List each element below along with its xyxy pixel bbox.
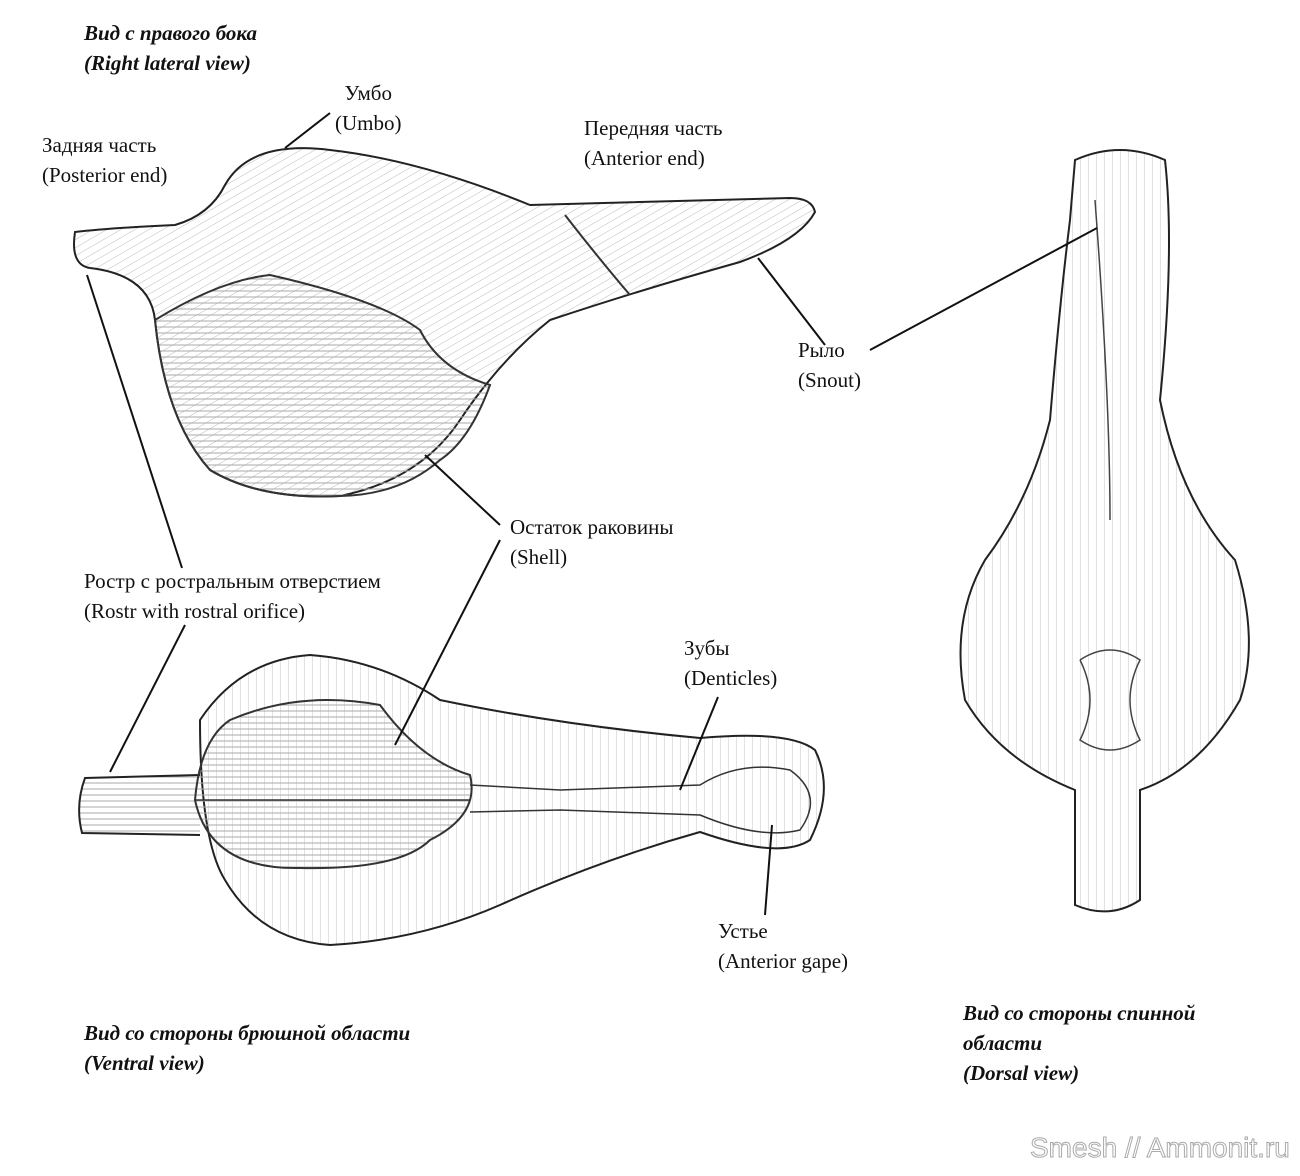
- title-en: (Dorsal view): [963, 1061, 1080, 1085]
- label-en: (Umbo): [335, 111, 402, 135]
- label-ru: Рыло: [798, 338, 845, 362]
- dorsal-view-outline: [959, 149, 1250, 913]
- label-posterior: Задняя часть (Posterior end): [42, 130, 167, 190]
- title-ru: Вид со стороны брюшной области: [84, 1021, 411, 1045]
- label-snout: Рыло (Snout): [798, 335, 861, 395]
- title-ventral-view: Вид со стороны брюшной области (Ventral …: [84, 1018, 410, 1078]
- title-lateral-view: Вид с правого бока (Right lateral view): [84, 18, 257, 78]
- title-en: (Ventral view): [84, 1051, 205, 1075]
- label-en: (Shell): [510, 545, 568, 569]
- label-ru: Остаток раковины: [510, 515, 674, 539]
- ventral-rostr: [78, 774, 201, 836]
- label-en: (Denticles): [684, 666, 778, 690]
- label-umbo: Умбо (Umbo): [335, 78, 402, 138]
- label-ru: Устье: [718, 919, 768, 943]
- title-ru-line2: области: [963, 1031, 1043, 1055]
- lateral-shell-remnant: [153, 273, 492, 498]
- label-ru: Умбо: [344, 81, 393, 105]
- title-ru: Вид с правого бока: [84, 21, 258, 45]
- title-ru-line1: Вид со стороны спинной: [963, 1001, 1196, 1025]
- ventral-shell-remnant: [193, 699, 473, 870]
- title-dorsal-view: Вид со стороны спинной области (Dorsal v…: [963, 998, 1195, 1088]
- label-anterior-gape: Устье (Anterior gape): [718, 916, 848, 976]
- title-en: (Right lateral view): [84, 51, 251, 75]
- label-en: (Snout): [798, 368, 861, 392]
- label-en: (Anterior gape): [718, 949, 849, 973]
- label-ru: Зубы: [684, 636, 730, 660]
- label-denticles: Зубы (Denticles): [684, 633, 777, 693]
- watermark: Smesh // Ammonit.ru: [1030, 1132, 1291, 1164]
- label-ru: Передняя часть: [584, 116, 723, 140]
- label-en: (Rostr with rostral orifice): [84, 599, 306, 623]
- label-en: (Posterior end): [42, 163, 168, 187]
- label-en: (Anterior end): [584, 146, 705, 170]
- label-rostr: Ростр с ростральным отверстием (Rostr wi…: [84, 566, 381, 626]
- label-shell: Остаток раковины (Shell): [510, 512, 674, 572]
- label-ru: Ростр с ростральным отверстием: [84, 569, 381, 593]
- label-ru: Задняя часть: [42, 133, 157, 157]
- label-anterior: Передняя часть (Anterior end): [584, 113, 722, 173]
- leader-lines: [86, 112, 1098, 916]
